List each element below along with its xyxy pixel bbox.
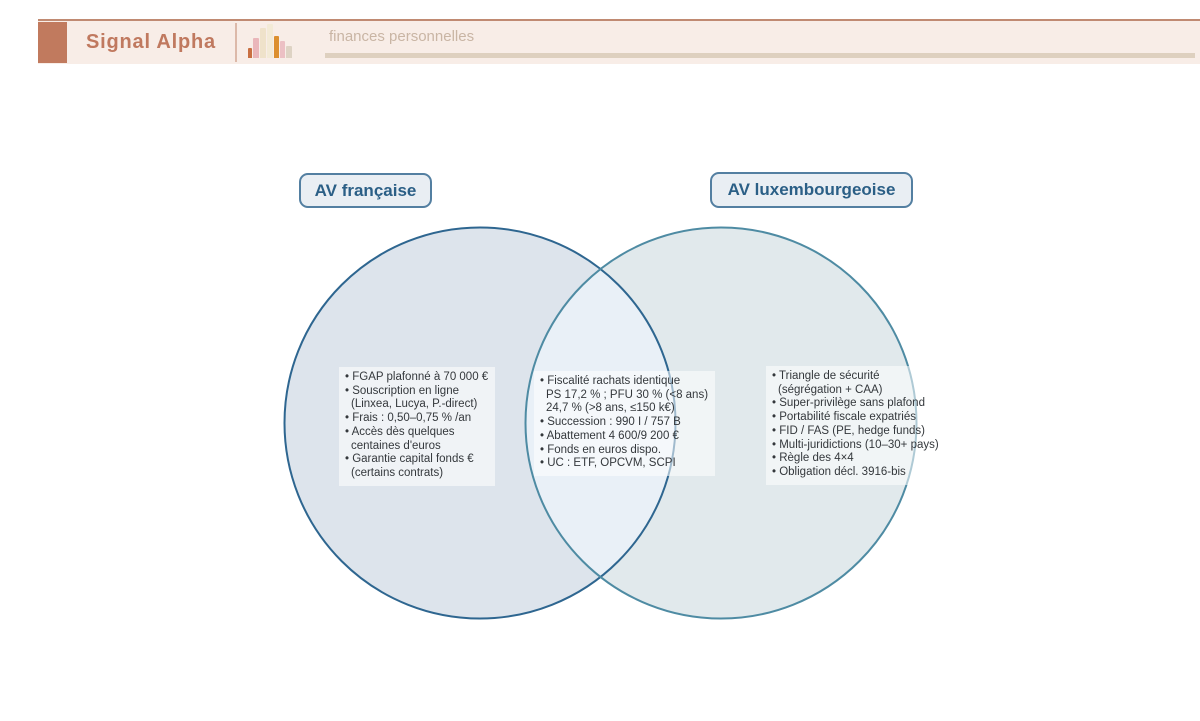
bullet-line: (ségrégation + CAA) <box>778 383 883 396</box>
brand-logo-square <box>38 22 67 63</box>
bar-chart-icon-bar <box>267 24 273 58</box>
bullet-line: • FGAP plafonné à 70 000 € <box>345 371 489 383</box>
bullet-line: • UC : ETF, OPCVM, SCPI <box>540 457 676 470</box>
bullet-line: • Frais : 0,50–0,75 % /an <box>345 412 472 425</box>
bullet-line: • Règle des 4×4 <box>772 452 854 465</box>
bullet-line: centaines d'euros <box>351 439 441 452</box>
nav-item-finances-personnelles[interactable]: finances personnelles <box>329 28 475 45</box>
bar-chart-icon-bar <box>274 36 279 58</box>
bullet-line: • FID / FAS (PE, hedge funds) <box>772 424 925 437</box>
bullet-line: • Obligation décl. 3916-bis <box>772 465 906 478</box>
bar-chart-icon-bar <box>253 38 259 58</box>
bar-chart-icon-bar <box>248 48 252 58</box>
header-nav: finances personnelles <box>303 21 1200 64</box>
bullet-line: • Abattement 4 600/9 200 € <box>540 429 679 442</box>
left-set-label: AV française <box>299 173 432 208</box>
bullet-line: (certains contrats) <box>351 466 444 479</box>
bar-chart-icon <box>237 21 303 64</box>
bullet-line: • Accès dès quelques <box>345 425 455 438</box>
bar-chart-icon-bar <box>286 46 292 58</box>
bullet-line: • Multi-juridictions (10–30+ pays) <box>772 438 939 451</box>
brand-title: Signal Alpha <box>86 31 216 53</box>
bullet-line: 24,7 % (>8 ans, ≤150 k€) <box>546 402 675 415</box>
left-set-bullet-list: • FGAP plafonné à 70 000 € • Souscriptio… <box>339 367 496 486</box>
bullet-line: (Linxea, Lucya, P.-direct) <box>351 398 478 411</box>
nav-active-underline <box>325 53 1195 58</box>
right-set-label: AV luxembourgeoise <box>710 172 913 208</box>
bullet-line: • Portabilité fiscale expatriés <box>772 411 917 424</box>
bar-chart-icon-bar <box>260 28 266 58</box>
intersection-fill <box>525 227 676 619</box>
bullet-line: • Souscription en ligne <box>345 384 459 397</box>
bullet-line: • Triangle de sécurité <box>772 370 880 382</box>
header-divider <box>235 23 237 62</box>
intersection-bullet-list: • Fiscalité rachats identique PS 17,2 % … <box>534 371 716 476</box>
bullet-line: • Fonds en euros dispo. <box>540 443 662 456</box>
bullet-line: • Succession : 990 I / 757 B <box>540 416 681 429</box>
right-set-bullet-list: • Triangle de sécurité (ségrégation + CA… <box>766 366 946 485</box>
bullet-line: • Super-privilège sans plafond <box>772 397 925 410</box>
bullet-line: • Garantie capital fonds € <box>345 453 474 466</box>
bar-chart-icon-bar <box>280 41 285 58</box>
bullet-line: • Fiscalité rachats identique <box>540 375 681 387</box>
bullet-line: PS 17,2 % ; PFU 30 % (<8 ans) <box>546 388 709 401</box>
app-header: Signal Alpha finances personnelles <box>38 19 1200 64</box>
